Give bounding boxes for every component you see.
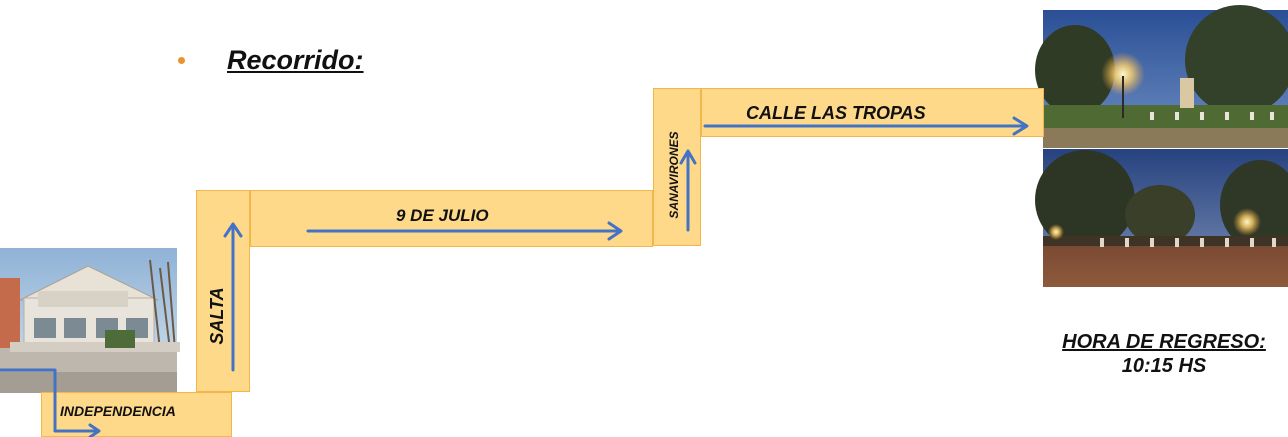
school-photo-art bbox=[0, 248, 180, 393]
label-independencia: INDEPENDENCIA bbox=[60, 403, 176, 419]
label-salta: SALTA bbox=[207, 287, 227, 345]
label-sanavirones: SANAVIRONES bbox=[667, 131, 681, 219]
street-9-de-julio bbox=[250, 190, 653, 247]
park-photo-dusk bbox=[1035, 5, 1288, 148]
page-title: Recorrido: bbox=[227, 44, 364, 75]
return-label: HORA DE REGRESO: bbox=[1062, 331, 1266, 353]
return-info: HORA DE REGRESO: 10:15 HS bbox=[1040, 330, 1288, 378]
park-photo-night bbox=[1035, 149, 1288, 287]
label-las-tropas: CALLE LAS TROPAS bbox=[746, 103, 926, 123]
title-row: Recorrido: bbox=[178, 42, 364, 78]
street-las-tropas bbox=[701, 88, 1044, 137]
label-9-de-julio: 9 DE JULIO bbox=[396, 206, 489, 225]
street-sanavirones bbox=[653, 88, 701, 246]
return-time: 10:15 HS bbox=[1121, 355, 1207, 377]
bullet-icon bbox=[178, 56, 185, 64]
